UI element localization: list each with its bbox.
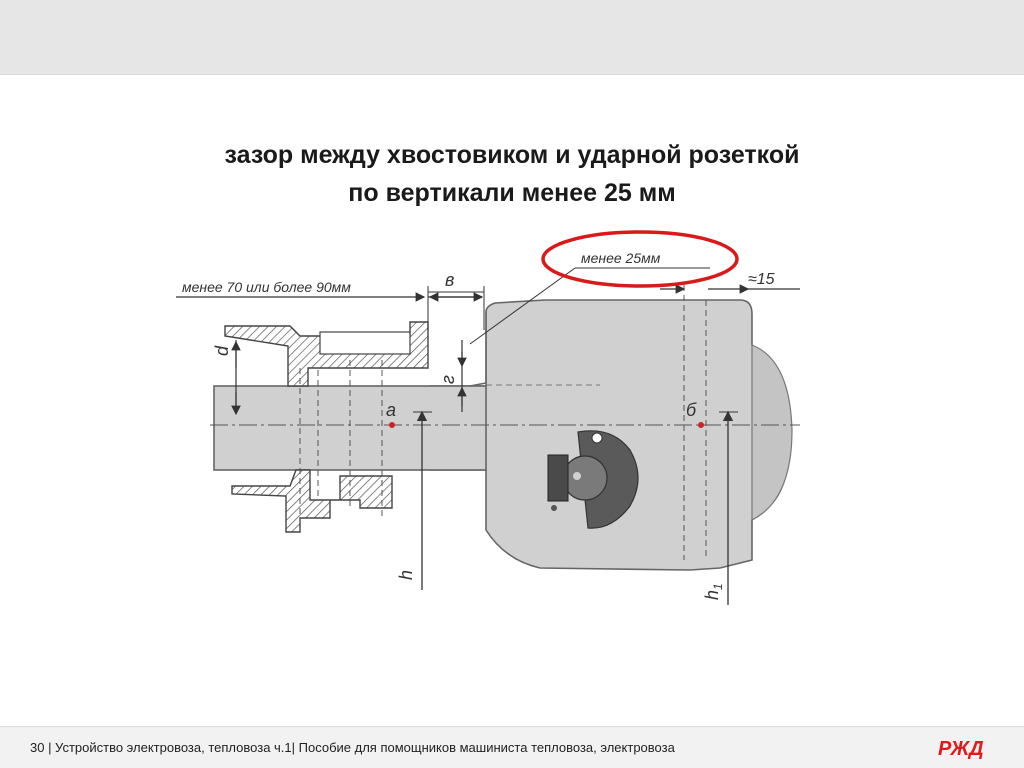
label-range: менее 70 или более 90мм	[182, 279, 351, 295]
point-b	[698, 422, 704, 428]
label-h1-sub: 1	[711, 583, 725, 590]
coupler-shank	[213, 385, 487, 471]
label-h1-main: h	[702, 590, 722, 600]
rzd-logo-icon: РЖД	[938, 738, 984, 760]
label-approx15: ≈15	[748, 271, 775, 288]
label-d: d	[212, 345, 232, 356]
label-h1: h1	[702, 583, 725, 600]
highlight-ellipse	[541, 230, 739, 288]
footer: 30 | Устройство электровоза, тепловоза ч…	[0, 726, 1024, 768]
slide-title: зазор между хвостовиком и ударной розетк…	[0, 136, 1024, 212]
top-band	[0, 0, 1024, 75]
label-g: г	[438, 375, 458, 384]
title-line-2: по вертикали менее 25 мм	[348, 179, 676, 207]
title-line-1: зазор между хвостовиком и ударной розетк…	[224, 141, 800, 169]
label-a: а	[386, 400, 396, 420]
label-v: в	[445, 270, 454, 290]
coupler-nose	[751, 344, 793, 521]
label-gap-25: менее 25мм	[581, 250, 661, 266]
label-h: h	[396, 570, 416, 580]
label-b: б	[686, 400, 697, 420]
lock-mechanism	[577, 430, 639, 529]
logo-text: РЖД	[938, 738, 984, 760]
footer-text: 30 | Устройство электровоза, тепловоза ч…	[30, 740, 675, 755]
striker-lower	[231, 469, 393, 533]
point-a	[389, 422, 395, 428]
coupler-drawing: менее 25мм менее 70 или более 90мм в ≈15…	[176, 230, 800, 605]
